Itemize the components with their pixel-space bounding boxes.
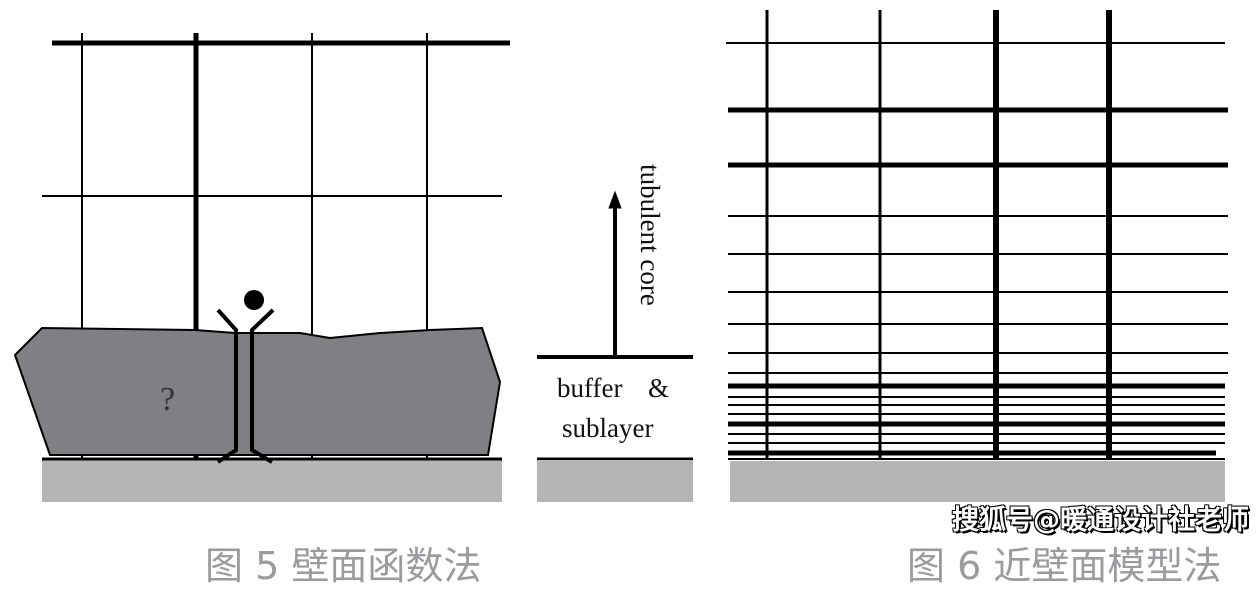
wall-left xyxy=(42,460,502,502)
unknown-mark: ? xyxy=(160,381,176,418)
sublayer-label: sublayer xyxy=(562,413,654,443)
person-figure xyxy=(216,290,275,464)
buffer-label: buffer & xyxy=(557,373,669,403)
wall-middle xyxy=(537,460,693,502)
watermark: 搜狐号@暖通设计社老师 xyxy=(952,505,1249,536)
unresolved-region-blob xyxy=(13,326,502,456)
caption-figure-6: 图 6 近壁面模型法 xyxy=(907,544,1222,588)
near-wall-grid xyxy=(726,10,1228,460)
turbulent-core-label: tubulent core xyxy=(635,164,665,306)
caption-figure-5: 图 5 壁面函数法 xyxy=(205,544,482,588)
wall-right xyxy=(730,461,1225,502)
middle-diagram xyxy=(537,190,693,461)
